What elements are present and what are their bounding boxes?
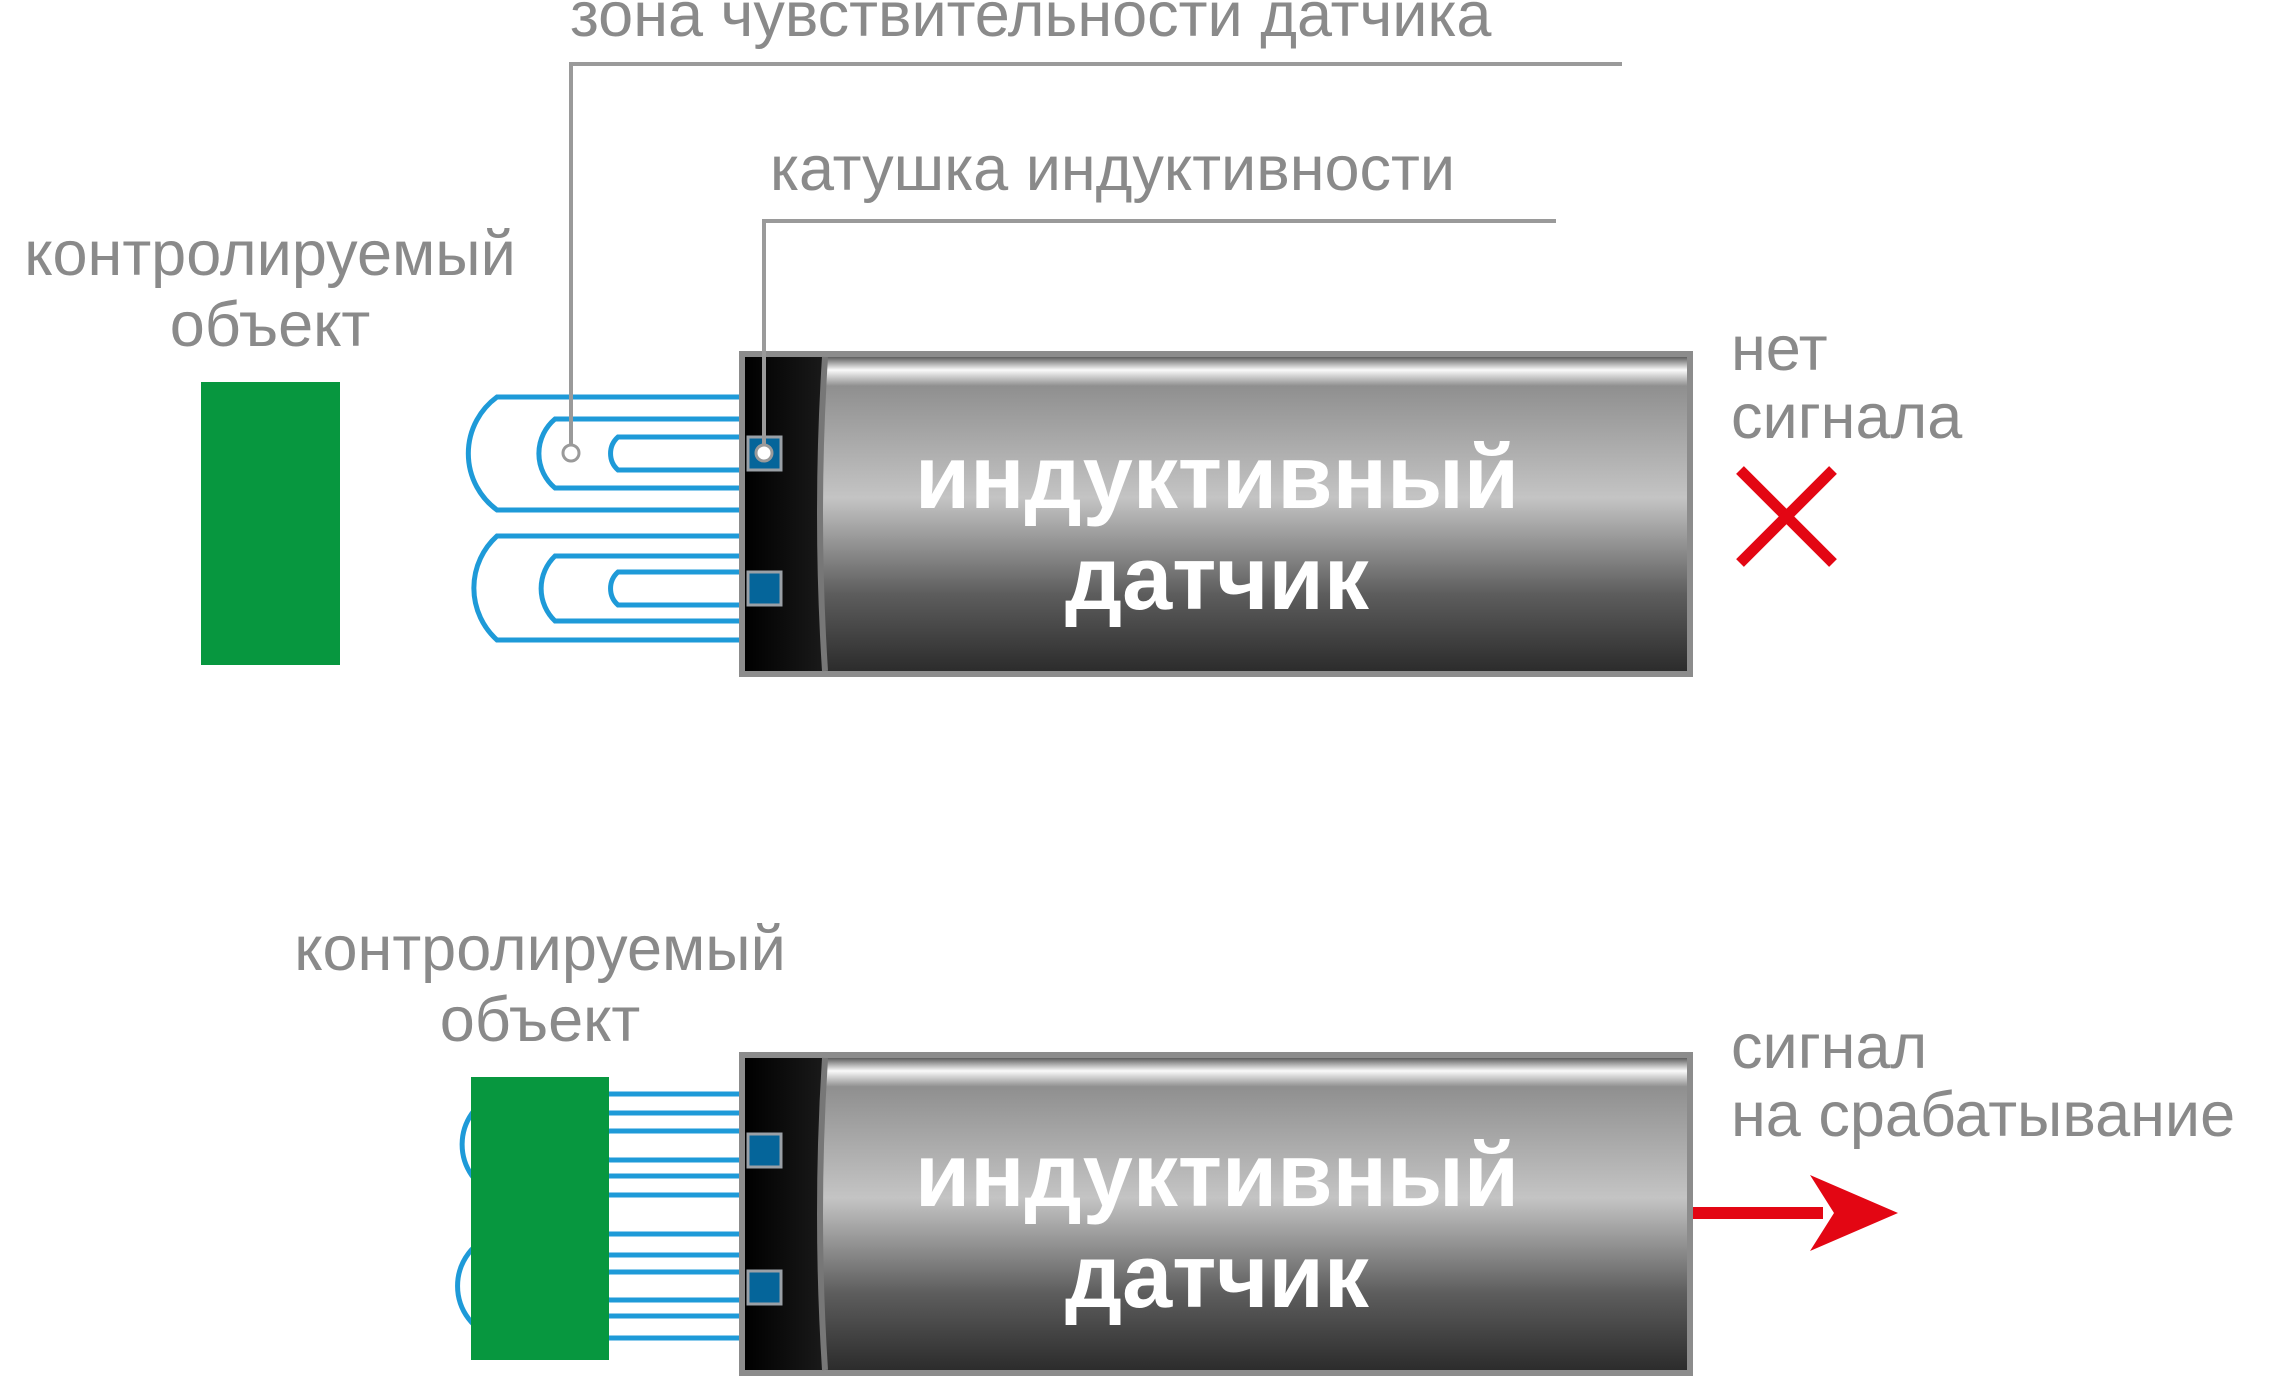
- coil-dot: [754, 443, 774, 463]
- object-label-line2-top: объект: [170, 290, 371, 360]
- controlled-object-bottom: [471, 1077, 609, 1360]
- inductive-sensor-top: индуктивный датчик: [739, 351, 1693, 677]
- sensor-label-line1-top: индуктивный: [915, 428, 1519, 528]
- label-signal-line1: сигнал: [1731, 1012, 1927, 1082]
- scene-bottom: индуктивный датчик контролируемый объект…: [294, 914, 2235, 1376]
- coil-marker-bottom-upper: [746, 1132, 783, 1169]
- magnetic-field-top-upper: [465, 394, 742, 513]
- sensor-label-line1-bottom: индуктивный: [915, 1126, 1519, 1226]
- object-label-line1-bottom: контролируемый: [294, 914, 786, 984]
- sensor-label-line2-top: датчик: [1065, 529, 1370, 629]
- object-label-line1-top: контролируемый: [24, 219, 516, 289]
- label-coil: катушка индуктивности: [770, 134, 1455, 204]
- no-signal-cross-icon: [1736, 466, 1837, 567]
- label-sensitivity-zone: зона чувствительности датчика: [570, 0, 1492, 50]
- leader-coil: [762, 219, 1556, 444]
- leader-sensitivity-zone: [569, 62, 1622, 446]
- magnetic-field-top-lower: [471, 533, 742, 643]
- coil-marker-bottom-lower: [746, 1269, 783, 1306]
- signal-arrow-icon: [1693, 1175, 1898, 1251]
- sensitivity-zone-dot: [561, 443, 581, 463]
- sensor-label-line2-bottom: датчик: [1065, 1227, 1370, 1327]
- object-label-line2-bottom: объект: [440, 985, 641, 1055]
- coil-marker-top-lower: [746, 570, 783, 607]
- inductive-sensor-bottom: индуктивный датчик: [739, 1052, 1693, 1376]
- label-no-signal-line2: сигнала: [1731, 382, 1963, 452]
- label-no-signal-line1: нет: [1731, 314, 1828, 384]
- controlled-object-top: [201, 382, 340, 665]
- label-signal-line2: на срабатывание: [1731, 1080, 2235, 1150]
- scene-top: индуктивный датчик зона чувствительности…: [24, 0, 1963, 677]
